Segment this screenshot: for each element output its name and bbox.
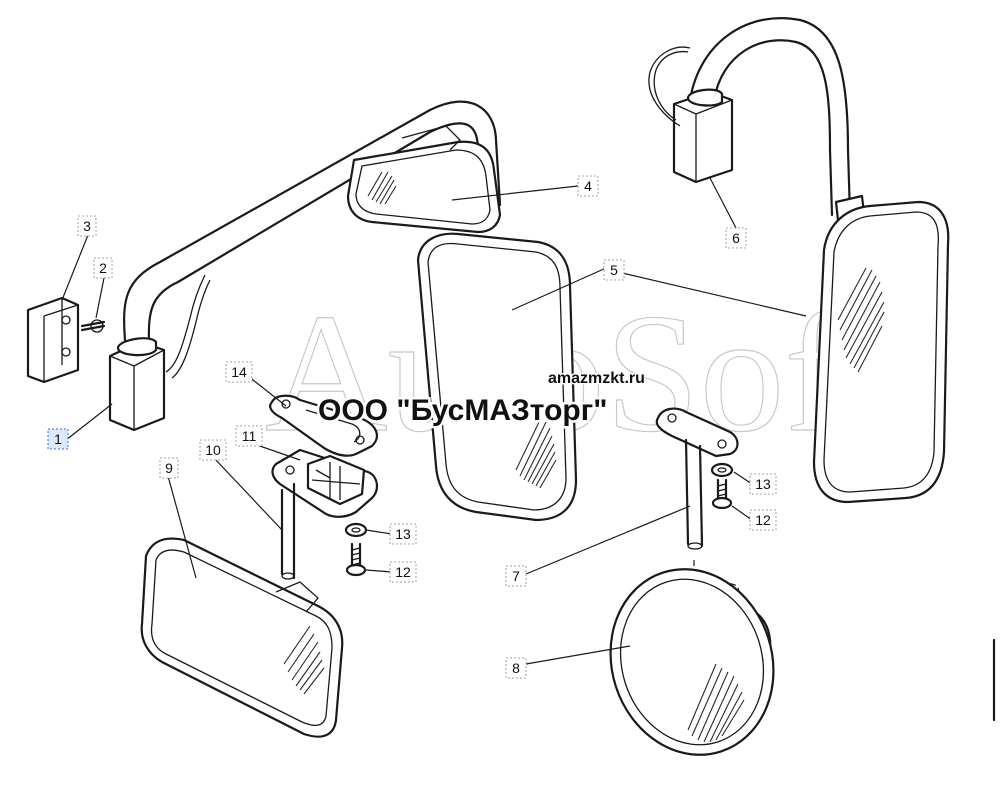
callout-9[interactable]: 9 [159,457,179,479]
company-overlay-text: ООО "БусМАЗторг" [318,394,607,427]
part-5-mirror [416,232,578,522]
part-8-round-mirror [609,568,775,756]
callout-13-left[interactable]: 13 [389,523,417,545]
callout-13-right-label: 13 [755,476,771,492]
callout-11-label: 11 [242,428,257,444]
callout-7-label: 7 [512,568,520,584]
callout-6[interactable]: 6 [725,227,747,249]
callout-9-label: 9 [165,460,173,476]
part-13-washer-right [710,462,734,478]
part-12-screw-right [711,478,733,510]
callout-4[interactable]: 4 [577,175,599,197]
part-14-gasket [269,394,378,457]
site-overlay-text: amazmzkt.ru [548,370,645,387]
callout-5-label: 5 [610,262,618,278]
part-11-plate [271,448,378,518]
part-7-bracket [655,407,739,550]
callout-14[interactable]: 14 [225,361,253,383]
part-12-screw-left [345,542,367,577]
callout-13-right[interactable]: 13 [749,473,777,495]
callout-3-label: 3 [83,218,91,234]
part-9-mirror [140,537,344,738]
callout-1[interactable]: 1 [47,428,69,450]
callout-14-label: 14 [231,364,247,380]
part-6-arm [648,17,866,222]
callout-7[interactable]: 7 [505,565,527,587]
callout-5[interactable]: 5 [603,259,625,281]
callout-12-left-label: 12 [395,564,411,580]
part-2-bolt [80,319,106,333]
callout-1-label: 1 [54,431,62,447]
callout-12-left[interactable]: 12 [389,561,417,583]
callout-6-label: 6 [732,230,740,246]
leader-lines [61,177,807,665]
callout-12-right-label: 12 [755,512,771,528]
part-3-bracket [26,296,80,384]
part-13-washer-left [344,522,368,538]
part-1-arm [108,100,502,432]
callout-2-label: 2 [99,260,107,276]
part-5-right-mirror [812,200,950,504]
part-10-rod [280,482,296,580]
callout-13-left-label: 13 [395,526,411,542]
callout-3[interactable]: 3 [77,215,97,237]
part-4-mirror [346,125,502,234]
callout-2[interactable]: 2 [93,257,113,279]
callout-11[interactable]: 11 [235,425,263,447]
callout-8[interactable]: 8 [505,657,527,679]
callout-10-label: 10 [205,442,221,458]
callout-8-label: 8 [512,660,520,676]
callout-4-label: 4 [584,178,592,194]
callout-10[interactable]: 10 [199,439,227,461]
callout-12-right[interactable]: 12 [749,509,777,531]
